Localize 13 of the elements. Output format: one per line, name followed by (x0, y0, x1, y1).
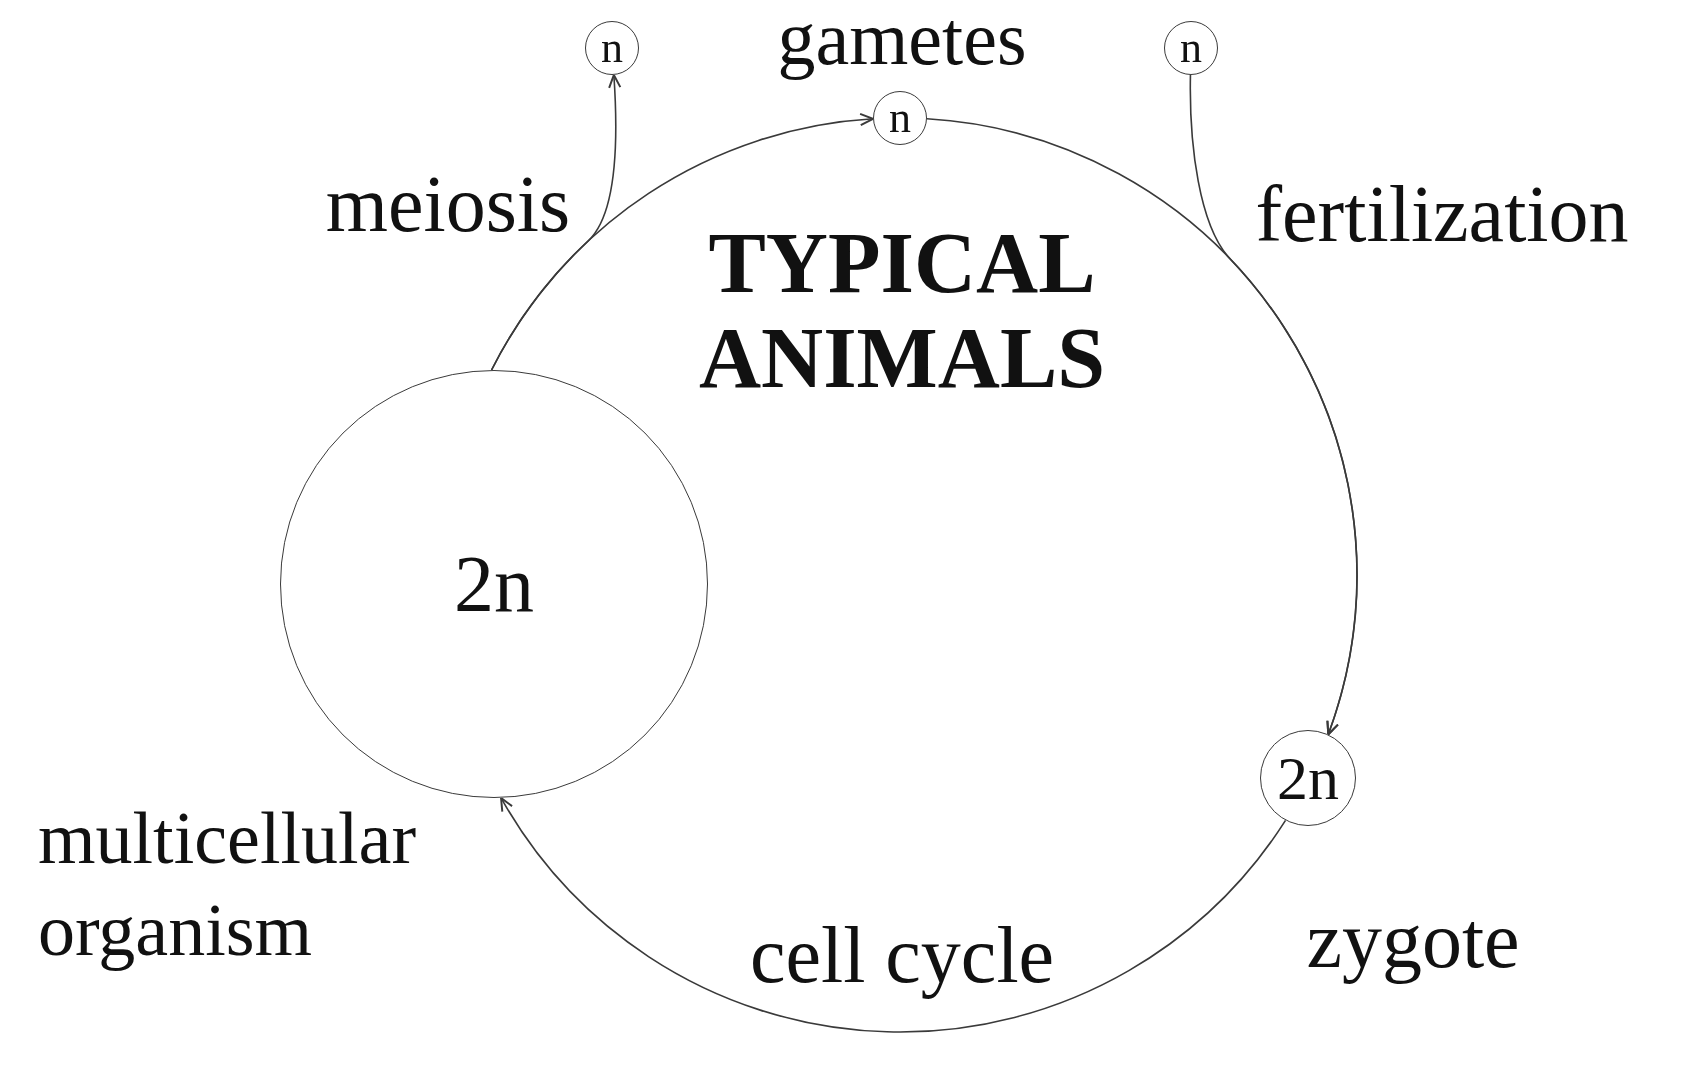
ploidy-label: 2n (1277, 747, 1339, 809)
stage-label: multicellular organism (38, 796, 418, 973)
ploidy-label: n (889, 96, 911, 140)
arrow (500, 796, 1287, 1033)
cell-circle (873, 91, 927, 145)
ploidy-label: 2n (454, 544, 534, 624)
arrow (490, 113, 874, 371)
cell-circle (585, 21, 639, 75)
ploidy-label: n (1180, 26, 1202, 70)
diagram-title: TYPICAL ANIMALS (697, 216, 1107, 406)
arrow (1189, 74, 1358, 736)
cell-circle (1164, 21, 1218, 75)
ploidy-label: n (601, 26, 623, 70)
